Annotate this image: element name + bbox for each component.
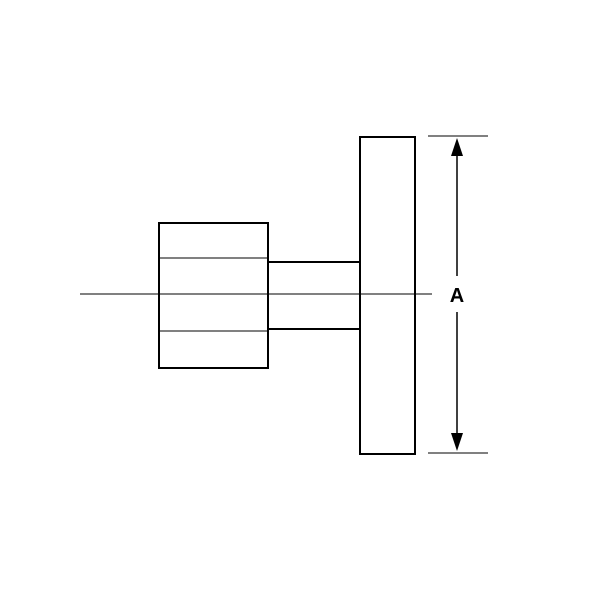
hex-nut-body (158, 222, 269, 369)
arrow-up-icon (451, 138, 463, 156)
arrow-down-icon (451, 433, 463, 451)
shaft (267, 261, 361, 330)
hex-nut (158, 222, 269, 369)
dimension-label: A (450, 285, 464, 307)
flange (359, 136, 416, 455)
dimension-a: A (428, 135, 488, 454)
